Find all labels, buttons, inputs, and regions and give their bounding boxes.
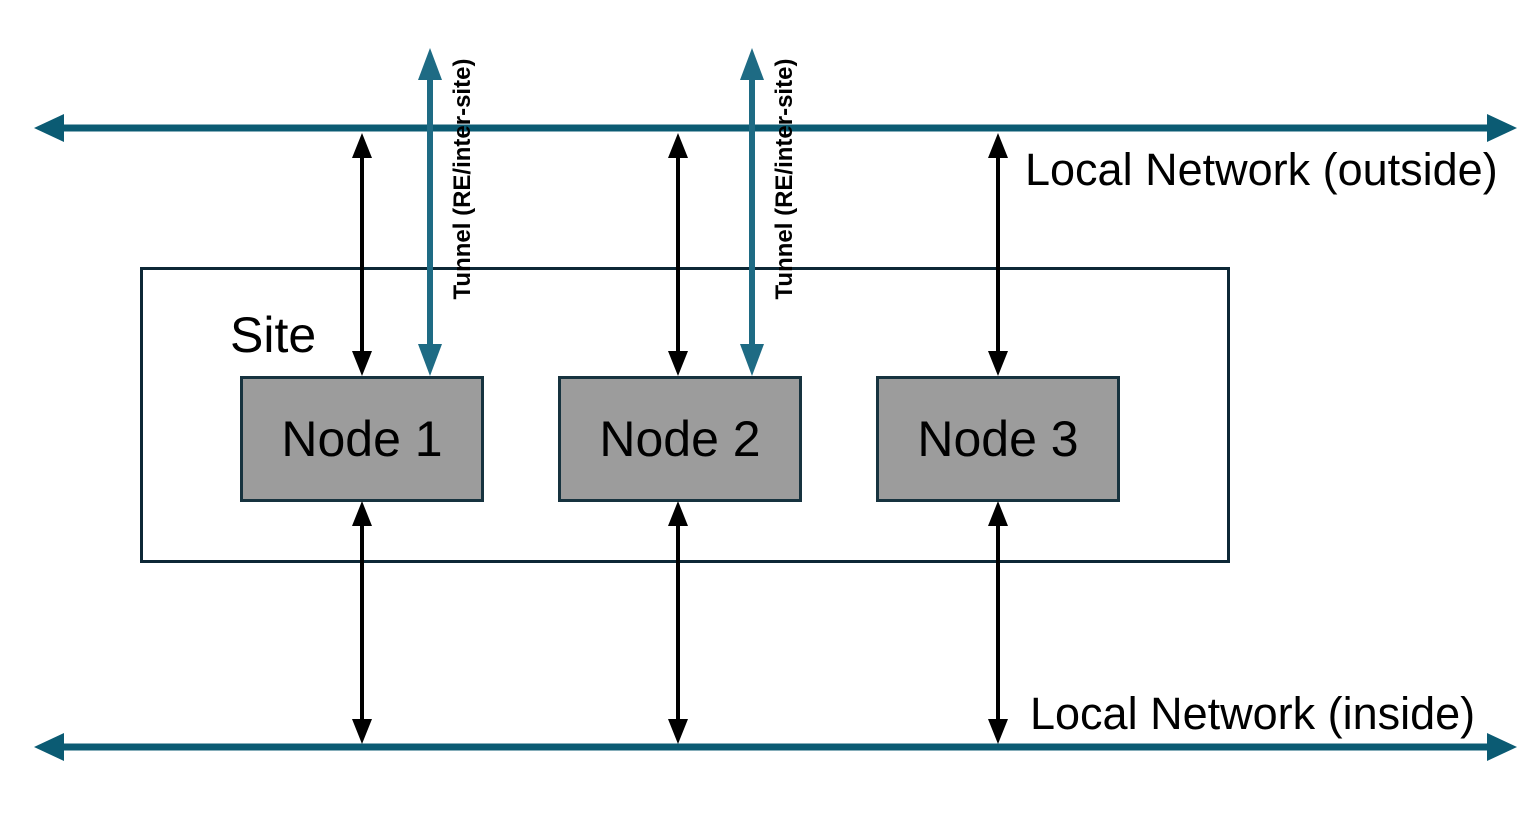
network-line-outside [34, 114, 1517, 142]
connector-node2-inside [668, 501, 688, 744]
arrowhead-left-icon [34, 733, 64, 761]
node-3-box: Node 3 [876, 376, 1120, 502]
tunnel-label-node1: Tunnel (RE/inter-site) [449, 58, 476, 300]
arrowhead-left-icon [34, 114, 64, 142]
connector-node2-outside [668, 133, 688, 376]
connector-node1-outside [352, 133, 372, 376]
tunnel-arrow-node2 [740, 48, 764, 376]
node-1-box: Node 1 [240, 376, 484, 502]
connector-node3-outside [988, 133, 1008, 376]
site-box [140, 267, 1230, 563]
site-label: Site [230, 307, 317, 363]
outside-network-label: Local Network (outside) [1025, 144, 1498, 195]
node-3-label: Node 3 [917, 411, 1079, 467]
connector-node1-inside [352, 501, 372, 744]
node-2-label: Node 2 [599, 411, 761, 467]
inside-network-label: Local Network (inside) [1030, 688, 1476, 739]
tunnel-label-node2: Tunnel (RE/inter-site) [771, 58, 798, 300]
node-1-label: Node 1 [281, 411, 443, 467]
tunnel-arrow-node1 [418, 48, 442, 376]
arrowhead-right-icon [1487, 114, 1517, 142]
arrowhead-right-icon [1487, 733, 1517, 761]
network-line-inside [34, 733, 1517, 761]
connector-node3-inside [988, 501, 1008, 744]
node-2-box: Node 2 [558, 376, 802, 502]
